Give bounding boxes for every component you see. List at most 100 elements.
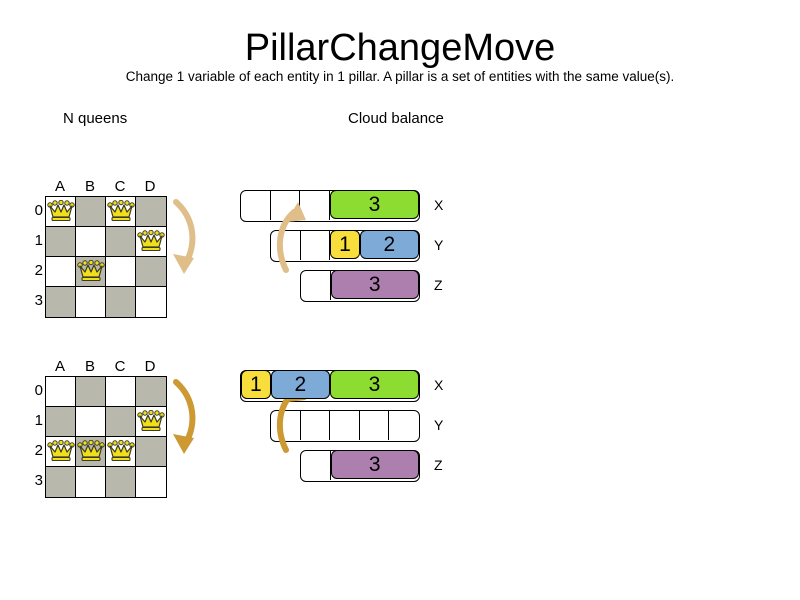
board-cell-c3[interactable]	[106, 467, 136, 497]
board-cell-c0[interactable]	[106, 197, 136, 227]
board-cell-a3[interactable]	[46, 287, 76, 317]
rank-label: 0	[34, 382, 43, 399]
cloud-transition-arrow-up-icon	[276, 202, 306, 273]
cloud-segment-empty	[271, 411, 301, 440]
file-labels: A B C D	[45, 358, 165, 376]
file-label: D	[144, 178, 156, 195]
board-cell-c1[interactable]	[106, 407, 136, 437]
queen-icon	[137, 230, 165, 252]
board-cell-d3[interactable]	[136, 467, 166, 497]
file-label: D	[144, 358, 156, 375]
cloud-segment-process-1[interactable]: 1	[241, 369, 271, 399]
cloud-bar[interactable]: 3	[300, 269, 420, 302]
rank-label: 1	[34, 232, 43, 249]
queen-icon	[137, 410, 165, 432]
cloud-segment-process-3[interactable]: 3	[330, 269, 419, 299]
cloud-segment-empty	[241, 191, 271, 220]
file-label: C	[114, 178, 126, 195]
cloud-bar[interactable]	[270, 410, 420, 442]
file-label: A	[54, 358, 65, 375]
cloud-row-label: X	[434, 197, 444, 213]
board-cell-d1[interactable]	[136, 227, 166, 257]
cloud-row-label: Y	[434, 237, 444, 253]
cloud-row-label: Y	[434, 417, 444, 433]
board-cell-d0[interactable]	[136, 197, 166, 227]
board-transition-arrow-down-icon	[173, 379, 196, 454]
cloud-segment-process-1[interactable]: 1	[330, 229, 360, 259]
board-cell-b3[interactable]	[76, 287, 106, 317]
cloud-segment-process-3[interactable]: 3	[330, 189, 420, 219]
page-title: PillarChangeMove	[244, 27, 556, 69]
cloud-segment-empty	[301, 451, 331, 480]
rank-label: 0	[34, 202, 43, 219]
board-cell-c0[interactable]	[106, 377, 136, 407]
rank-labels: 0 1 2 3	[27, 196, 43, 316]
cloud-bar[interactable]: 3	[240, 189, 420, 222]
board-cell-d2[interactable]	[136, 437, 166, 467]
cloud-segment-empty	[271, 231, 301, 260]
cloud-row-label: X	[434, 377, 444, 393]
queen-icon	[77, 440, 105, 462]
rank-label: 2	[34, 442, 43, 459]
board-grid	[45, 196, 167, 318]
queen-icon	[47, 200, 75, 222]
cloud-row-label: Z	[434, 277, 443, 293]
board-cell-a2[interactable]	[46, 257, 76, 287]
board-cell-b0[interactable]	[76, 197, 106, 227]
file-label: B	[84, 358, 95, 375]
board-cell-d1[interactable]	[136, 407, 166, 437]
cloud-segment-empty	[301, 411, 331, 440]
cloud-bar[interactable]: 3	[300, 449, 420, 482]
board-cell-b1[interactable]	[76, 407, 106, 437]
rank-label: 3	[34, 472, 43, 489]
board-cell-d0[interactable]	[136, 377, 166, 407]
queen-icon	[107, 200, 135, 222]
board-cell-b0[interactable]	[76, 377, 106, 407]
cloud-row-label: Z	[434, 457, 443, 473]
cloud-segment-process-3[interactable]: 3	[330, 449, 419, 479]
board-cell-a0[interactable]	[46, 377, 76, 407]
cloud-segment-empty	[360, 411, 390, 440]
board-cell-b1[interactable]	[76, 227, 106, 257]
cloud-segment-process-2[interactable]: 2	[270, 369, 330, 399]
rank-label: 1	[34, 412, 43, 429]
cloud-segment-process-3[interactable]: 3	[330, 369, 419, 399]
board-grid	[45, 376, 167, 498]
cloud-segment-empty	[301, 231, 331, 260]
file-labels: A B C D	[45, 178, 165, 196]
board-cell-c2[interactable]	[106, 437, 136, 467]
board-cell-a1[interactable]	[46, 227, 76, 257]
board-cell-c3[interactable]	[106, 287, 136, 317]
cloud-segment-process-2[interactable]: 2	[359, 229, 419, 259]
board-cell-a2[interactable]	[46, 437, 76, 467]
board-cell-a0[interactable]	[46, 197, 76, 227]
rank-label: 2	[34, 262, 43, 279]
cloud-segment-empty	[330, 411, 360, 440]
rank-labels: 0 1 2 3	[27, 376, 43, 496]
board-cell-b2[interactable]	[76, 257, 106, 287]
section-heading-cloud: Cloud balance	[348, 110, 444, 127]
queen-icon	[107, 440, 135, 462]
section-heading-nqueens: N queens	[63, 110, 128, 127]
file-label: A	[54, 178, 65, 195]
cloud-segment-empty	[301, 271, 331, 300]
board-cell-d2[interactable]	[136, 257, 166, 287]
board-cell-a1[interactable]	[46, 407, 76, 437]
cloud-segment-empty	[271, 191, 301, 220]
queen-icon	[47, 440, 75, 462]
file-label: C	[114, 358, 126, 375]
rank-label: 3	[34, 292, 43, 309]
board-transition-arrow-down-icon	[173, 199, 196, 274]
page-subtitle: Change 1 variable of each entity in 1 pi…	[125, 69, 675, 84]
board-cell-b2[interactable]	[76, 437, 106, 467]
board-cell-c1[interactable]	[106, 227, 136, 257]
board-cell-a3[interactable]	[46, 467, 76, 497]
board-cell-b3[interactable]	[76, 467, 106, 497]
cloud-segment-empty	[300, 191, 331, 220]
board-cell-c2[interactable]	[106, 257, 136, 287]
board-cell-d3[interactable]	[136, 287, 166, 317]
queen-icon	[77, 260, 105, 282]
file-label: B	[84, 178, 95, 195]
